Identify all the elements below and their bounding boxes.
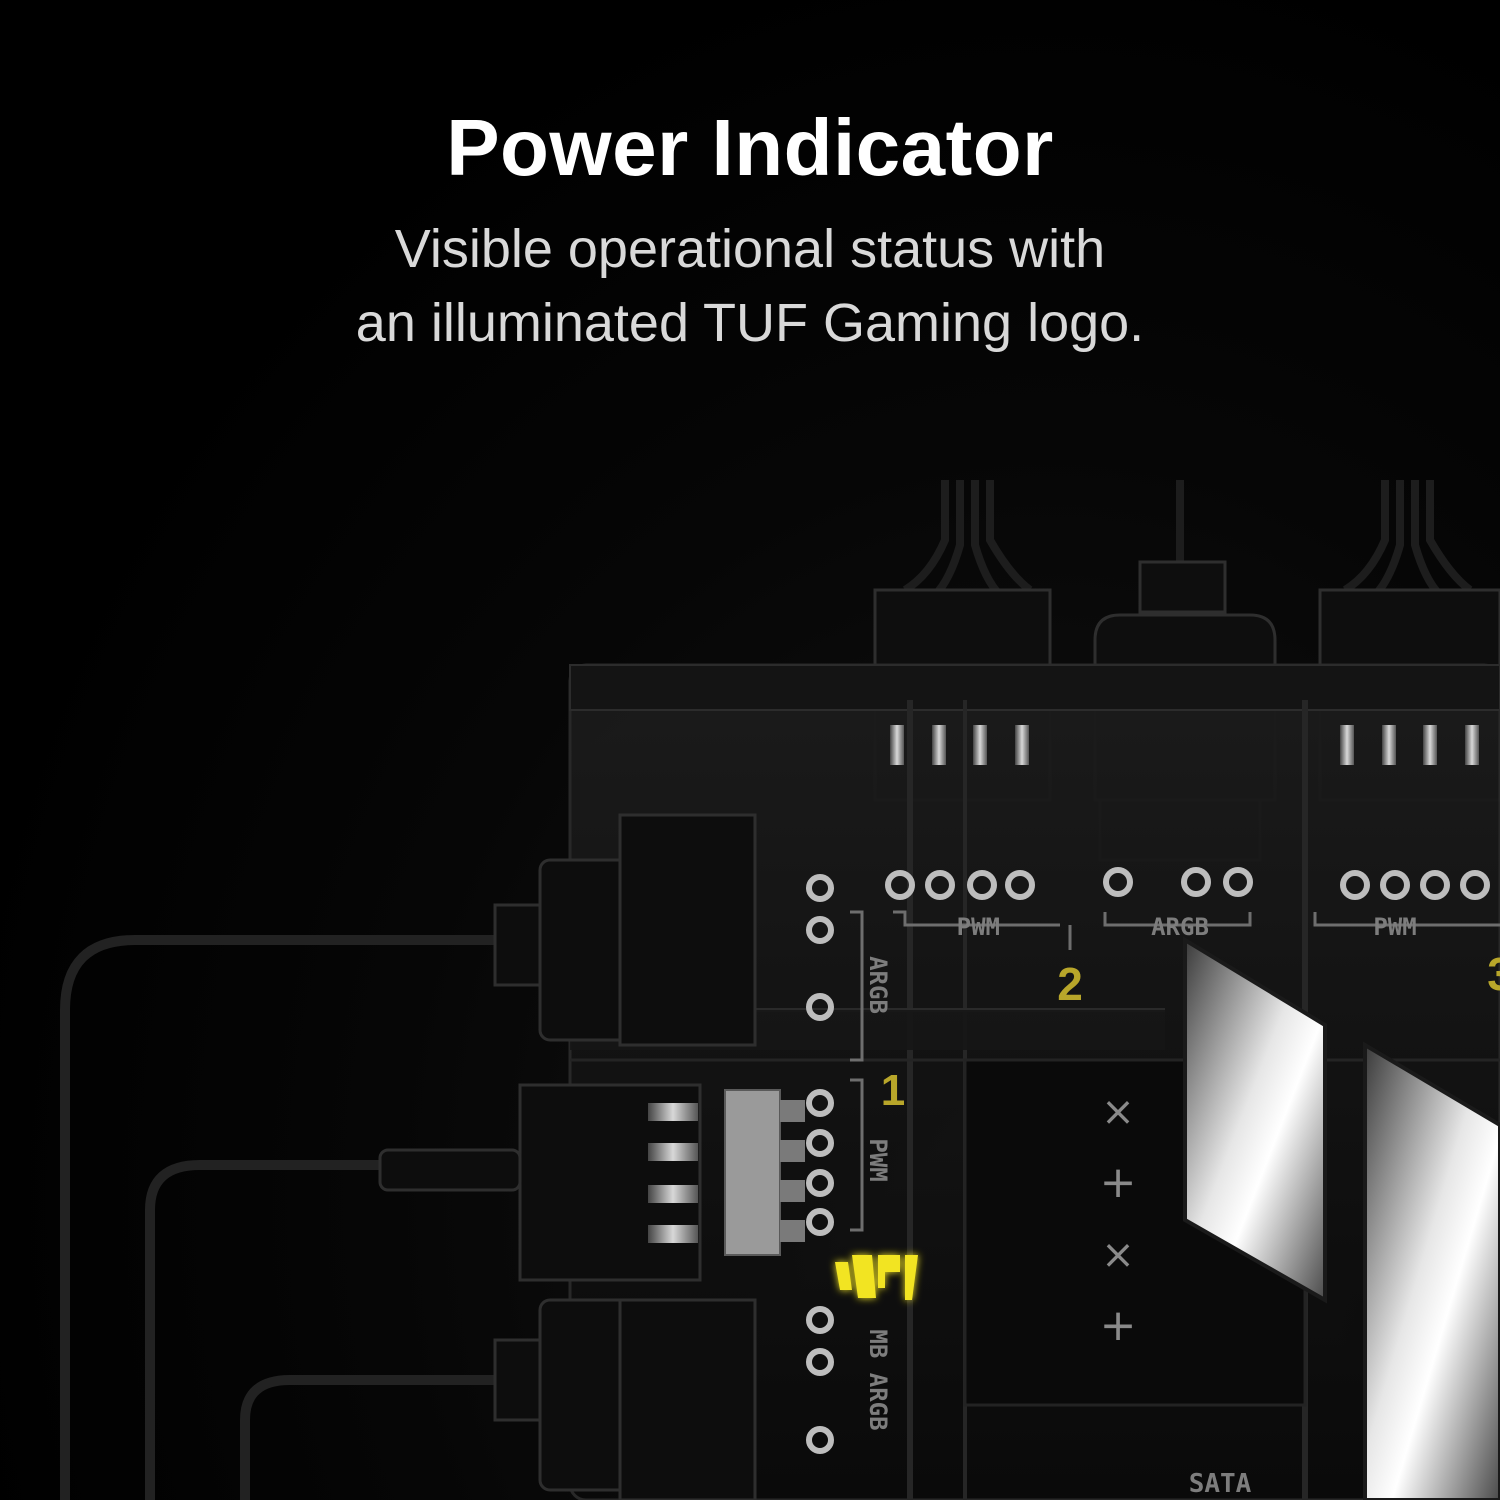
argb-label-top: ARGB — [1151, 913, 1209, 941]
port-number-3: 3 — [1487, 948, 1500, 1000]
marking-cross-1: × — [1101, 1089, 1135, 1135]
argb-label-side: ARGB — [864, 956, 892, 1014]
subtitle-line-1: Visible operational status with — [394, 219, 1106, 279]
port-number-2: 2 — [1057, 958, 1083, 1010]
tuf-gaming-logo-icon — [835, 1255, 918, 1300]
top-header-pins — [890, 725, 1479, 765]
hub-case — [568, 663, 1500, 1500]
pwm-label-side: PWM — [864, 1138, 892, 1181]
port-number-1: 1 — [881, 1066, 905, 1115]
marking-plus-1: + — [1100, 1157, 1137, 1208]
page-title: Power Indicator — [446, 103, 1054, 192]
pwm-label-2: PWM — [957, 913, 1000, 941]
top-cables — [902, 480, 1473, 598]
marking-plus-2: + — [1100, 1300, 1137, 1351]
pwm-left-connector — [648, 1089, 805, 1256]
marking-cross-2: × — [1101, 1232, 1135, 1278]
sata-label: SATA — [1189, 1469, 1252, 1499]
mb-argb-label: MB ARGB — [864, 1329, 892, 1430]
left-cables — [60, 935, 500, 1500]
pwm-label-3: PWM — [1373, 913, 1416, 941]
left-connectors — [378, 813, 757, 1500]
subtitle-line-2: an illuminated TUF Gaming logo. — [355, 293, 1145, 353]
mirror-panels — [1183, 936, 1500, 1500]
solder-pads — [806, 867, 1490, 1454]
silkscreen-lines — [850, 910, 1500, 1232]
